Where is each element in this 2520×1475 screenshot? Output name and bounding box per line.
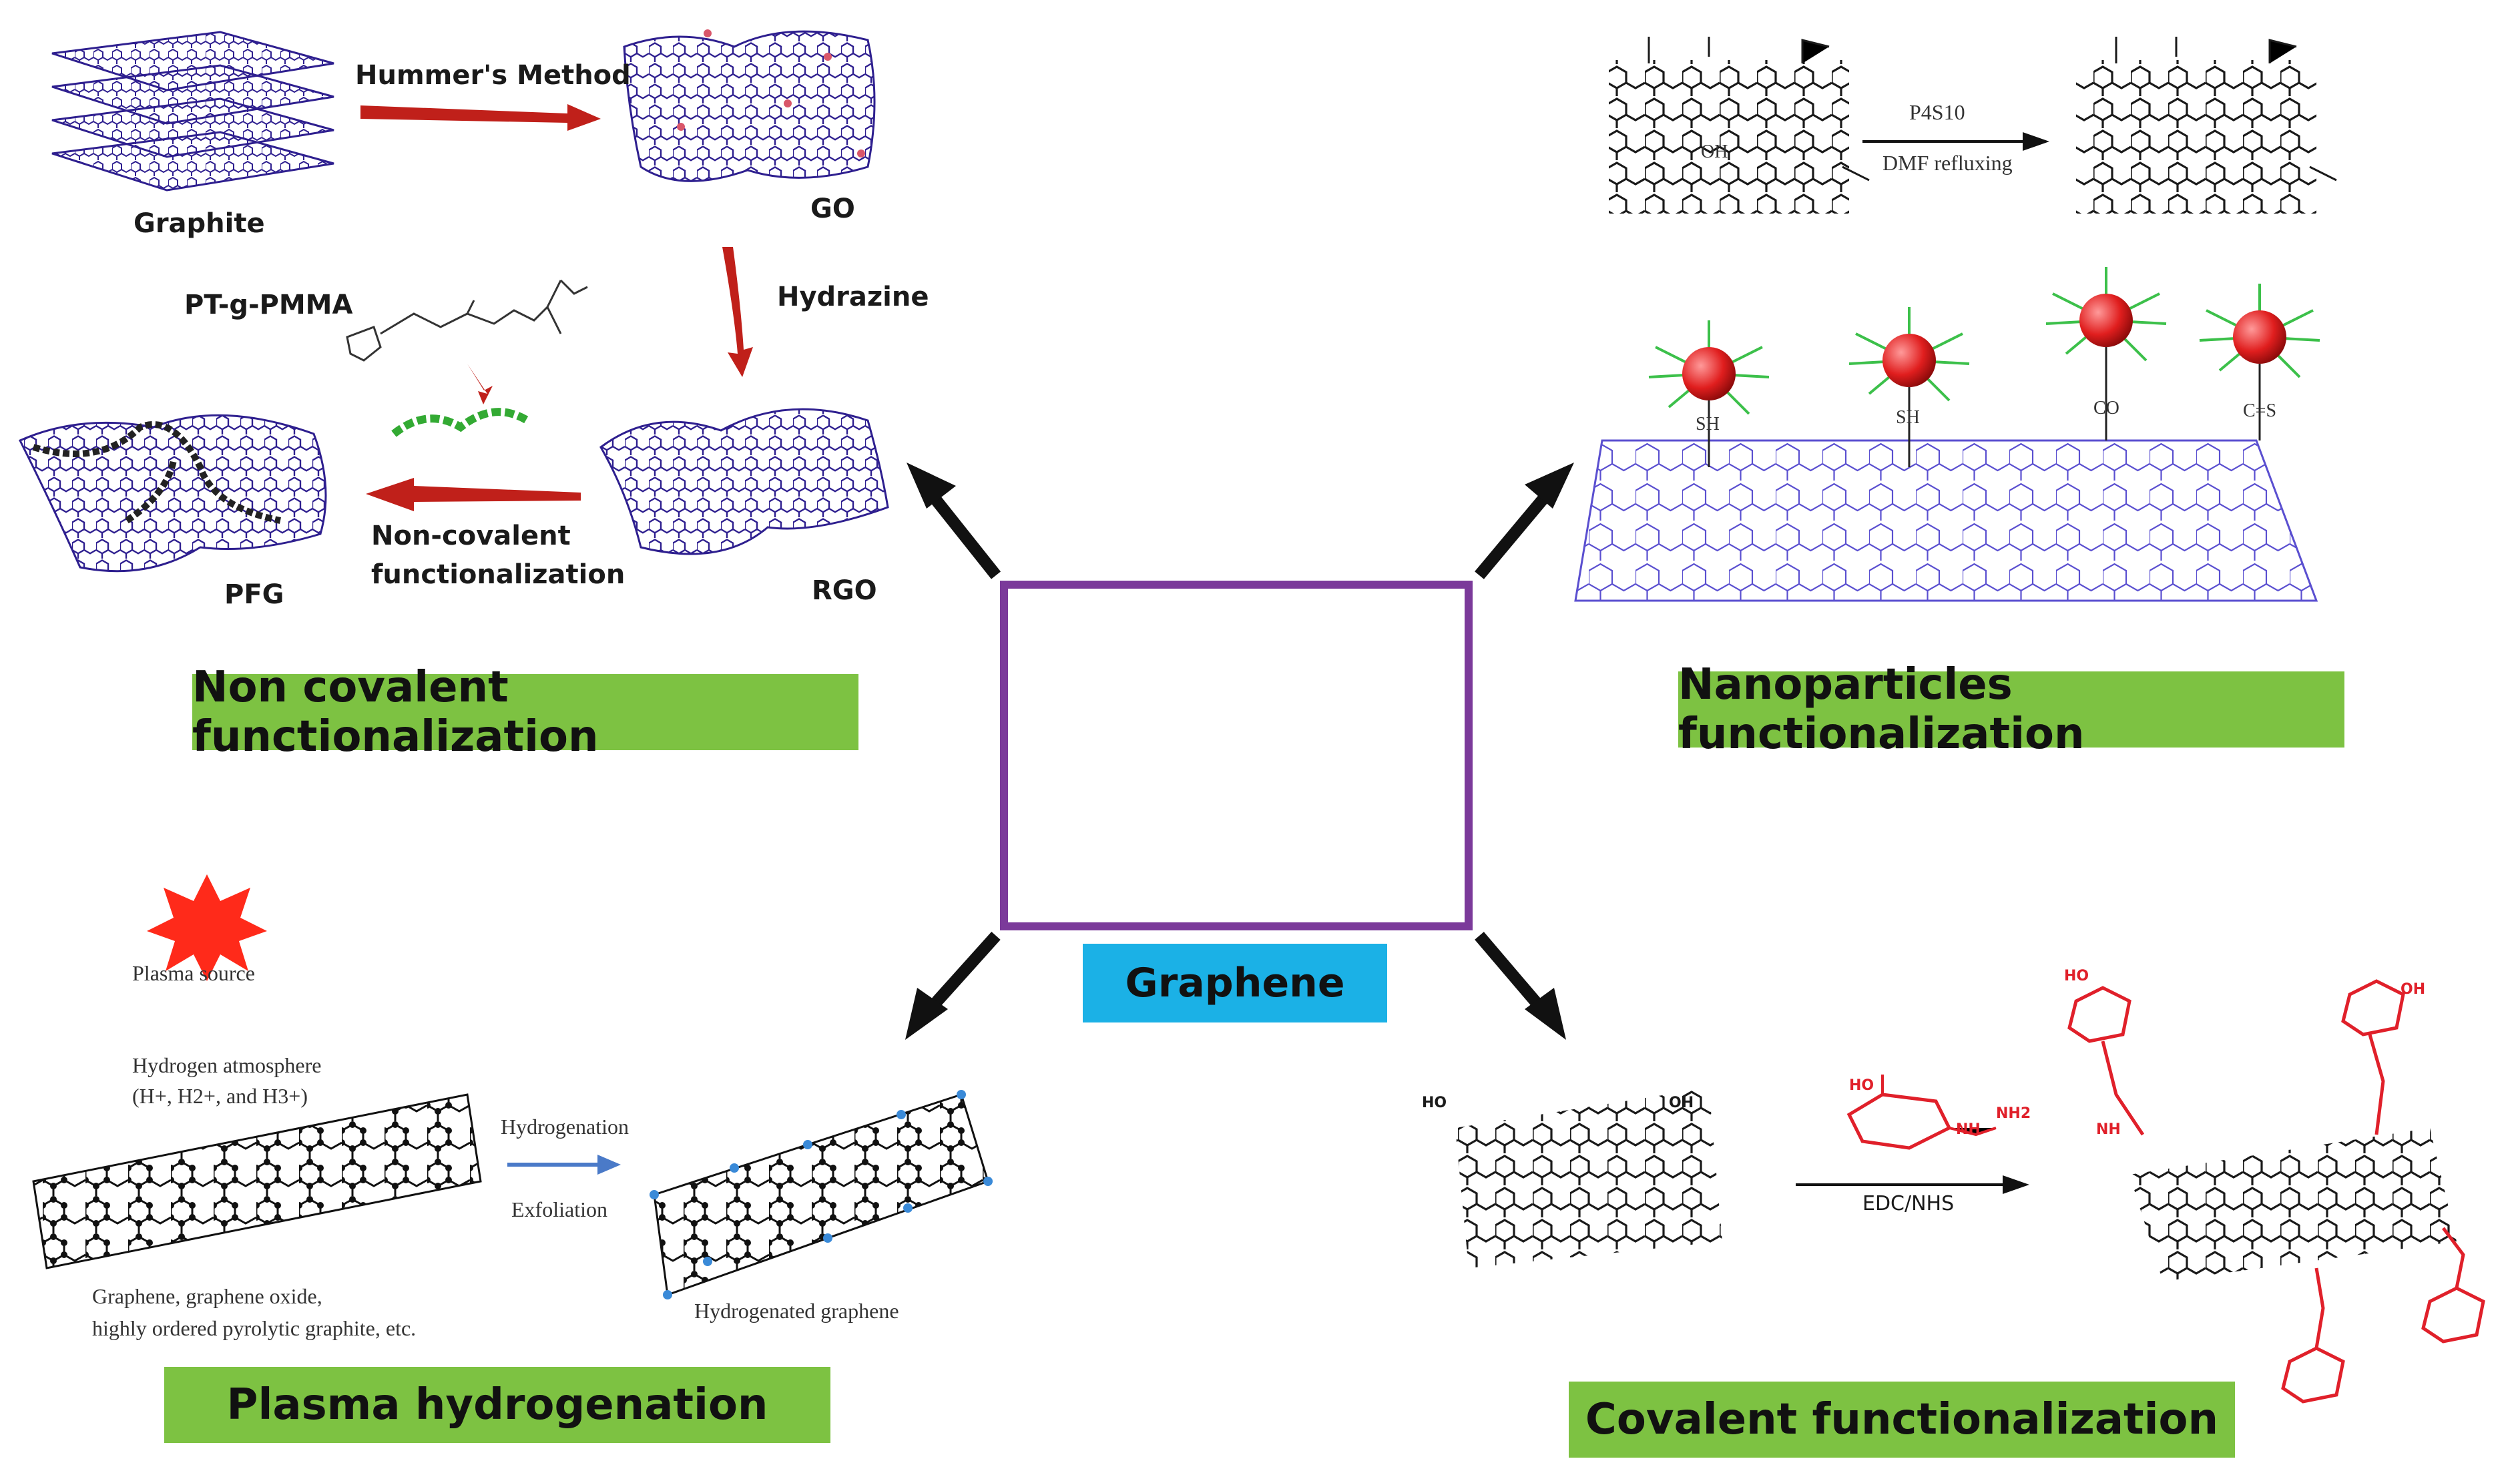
ions-label: (H+, H2+, and H3+) [132, 1084, 308, 1108]
nanoparticles [1648, 267, 2320, 467]
noncovalent-title: Non covalent functionalization [192, 663, 858, 762]
nh-label-red: NH [1956, 1121, 1981, 1138]
ho-label-product: HO [2064, 968, 2089, 984]
plasma-source-label: Plasma source [132, 961, 255, 985]
nanoparticle-1 [1648, 320, 1770, 467]
graphene-types-label-2: highly ordered pyrolytic graphite, etc. [92, 1316, 417, 1340]
sh-label-2: SH [1896, 407, 1920, 428]
plasma-title: Plasma hydrogenation [164, 1367, 830, 1443]
noncov-label-line1: Non-covalent [371, 521, 571, 551]
p4s10-label: P4S10 [1909, 100, 1965, 124]
ptg-pmma-label: PT-g-PMMA [184, 290, 353, 320]
thiolated-chem-structure [2076, 37, 2337, 214]
graphene-frame [1000, 581, 1473, 930]
edc-nhs-arrow [1796, 1175, 2029, 1194]
ho-label-red: HO [1849, 1077, 1874, 1094]
exfoliation-label: Exfoliation [511, 1197, 607, 1221]
co-label: CO [2093, 398, 2119, 418]
nanoparticle-3 [2045, 267, 2167, 440]
arrow-to-nanoparticles [1475, 463, 1574, 579]
nanoparticle-2 [1848, 307, 1970, 467]
ho-label-1: HO [1422, 1095, 1447, 1111]
graphene-sheet-np [1574, 439, 2318, 602]
go-label: GO [810, 194, 855, 224]
graphene-title: Graphene [1083, 944, 1387, 1022]
hydrogenation-arrow [507, 1155, 621, 1175]
arrow-to-plasma [905, 931, 1001, 1040]
go-chem-structure [1609, 37, 1870, 214]
plasma-star-icon [147, 874, 267, 981]
nanoparticles-title: Nanoparticles functionalization [1678, 660, 2344, 759]
graphite-label: Graphite [134, 208, 265, 239]
pfg-sheet [18, 414, 327, 573]
hydrogenated-label: Hydrogenated graphene [694, 1299, 899, 1323]
covalent-title: Covalent functionalization [1569, 1382, 2235, 1458]
oh-label-product: OH [2401, 981, 2426, 998]
oh-label-1: OH [1669, 1095, 1694, 1111]
pfg-label: PFG [224, 579, 284, 610]
atmosphere-label: Hydrogen atmosphere [132, 1053, 322, 1077]
hydrogenation-label: Hydrogenation [501, 1115, 629, 1139]
rgo-sheet [599, 408, 889, 555]
dmf-label: DMF refluxing [1882, 151, 2013, 175]
sh-label-1: SH [1696, 414, 1720, 434]
hydrogenated-sheet [650, 1090, 993, 1299]
carboxyl-graphene-chem [1455, 1088, 1722, 1268]
nh2-label-red: NH2 [1996, 1105, 2031, 1122]
covalent-product-chem [2067, 979, 2485, 1404]
pfg-arrow [366, 478, 581, 511]
cs-label: C=S [2243, 400, 2277, 421]
graphite-stack [51, 31, 334, 192]
hummers-arrow [360, 104, 601, 131]
noncov-label-line2: functionalization [371, 559, 625, 590]
oh-label: OH [1701, 141, 1728, 162]
pt-g-pmma-structure [346, 279, 588, 437]
hummers-label: Hummer's Method [355, 60, 631, 91]
rgo-label: RGO [812, 575, 877, 606]
hydrazine-arrow [722, 247, 753, 377]
nanoparticle-4 [2199, 284, 2320, 440]
glucosamine-reagent [1846, 1075, 1997, 1150]
go-sheet [623, 29, 876, 182]
arrow-to-noncovalent [907, 463, 1001, 579]
p4s10-arrow [1862, 132, 2049, 151]
graphene-types-label-1: Graphene, graphene oxide, [92, 1284, 322, 1308]
graphene-sheet-plasma [32, 1093, 482, 1269]
arrow-to-covalent [1475, 932, 1566, 1040]
edc-nhs-label: EDC/NHS [1862, 1192, 1955, 1215]
hydrazine-label: Hydrazine [777, 282, 929, 312]
nh-label-product: NH [2096, 1121, 2121, 1138]
